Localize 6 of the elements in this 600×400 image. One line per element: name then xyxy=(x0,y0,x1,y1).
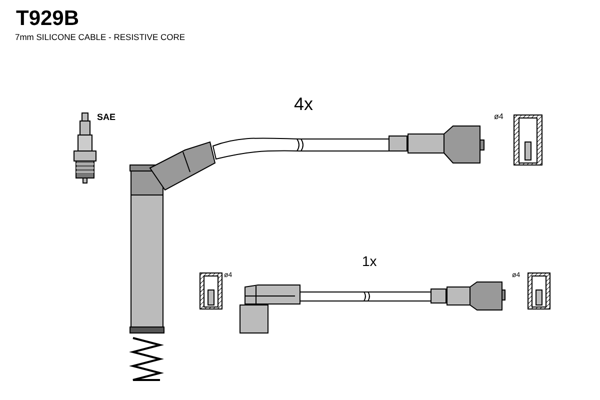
plug-type-label: SAE xyxy=(97,113,116,122)
quantity-label: 1x xyxy=(362,254,377,268)
part-number-title: T929B xyxy=(16,8,80,29)
cable-description: 7mm SILICONE CABLE - RESISTIVE CORE xyxy=(15,33,186,42)
quantity-label: 4x xyxy=(294,95,314,113)
diameter-label: ø4 xyxy=(494,113,504,121)
